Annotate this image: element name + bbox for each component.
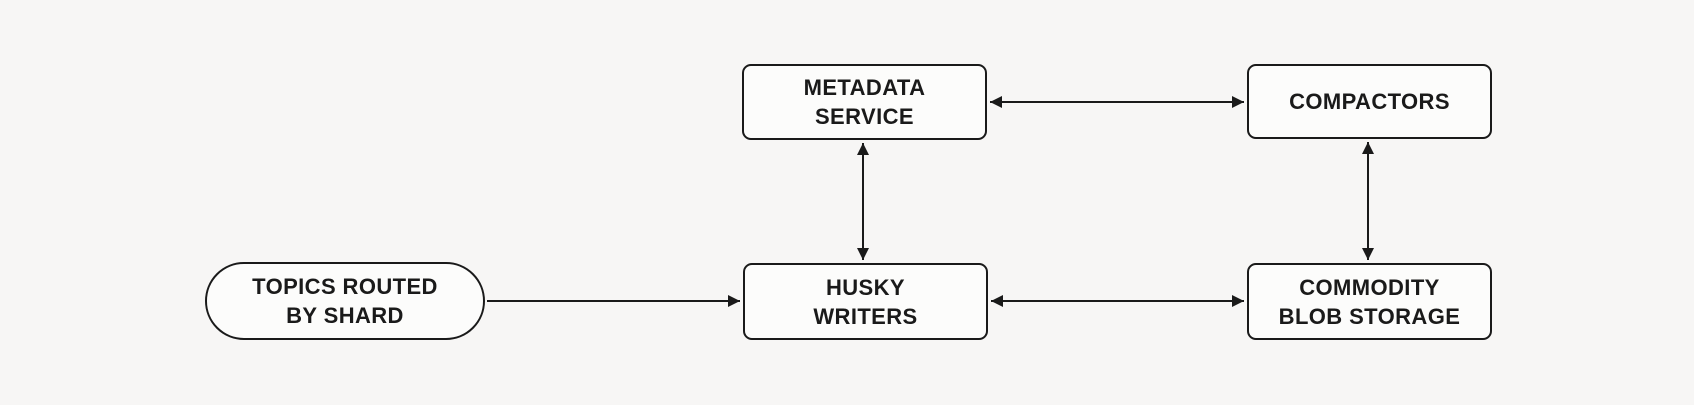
node-husky-writers: HUSKY WRITERS [743, 263, 988, 340]
node-metadata-service: METADATA SERVICE [742, 64, 987, 140]
node-commodity-blob-storage: COMMODITY BLOB STORAGE [1247, 263, 1492, 340]
node-topics-routed-by-shard: TOPICS ROUTED BY SHARD [205, 262, 485, 340]
node-compactors: COMPACTORS [1247, 64, 1492, 139]
